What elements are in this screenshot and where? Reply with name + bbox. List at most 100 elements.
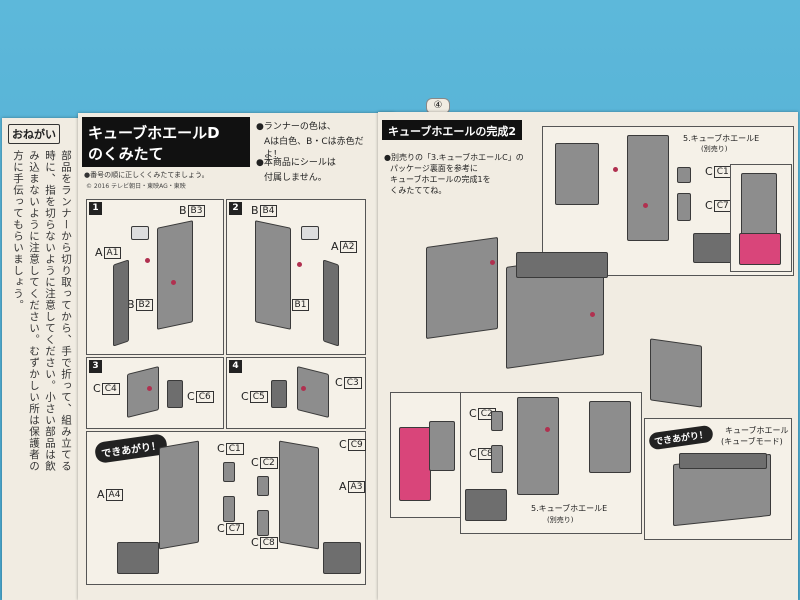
- notice-body: 部品をランナーから切り取ってから、手で折って、組み立てる時に、指を切らないように…: [12, 150, 72, 472]
- step-4-pin-dot: [301, 386, 306, 391]
- done-label-c8-text: C8: [259, 537, 278, 549]
- step-1-part-frame: [157, 220, 193, 330]
- sticker-note-line1: ●本商品にシールは: [256, 158, 336, 168]
- inset-top-part-small-2: [677, 193, 691, 221]
- inset-bottom-title: 5.キューブホエールE: [531, 504, 608, 513]
- inset-top-part-c: [693, 233, 735, 263]
- step-2-label-b4-text: B4: [259, 205, 278, 217]
- step-1-pin-dot: [145, 258, 150, 263]
- done-cube-title: キューブホエール: [725, 426, 789, 435]
- notice-flap: おねがい 部品をランナーから切り取ってから、手で折って、組み立てる時に、指を切ら…: [2, 118, 80, 600]
- step-4-part-plate: [271, 380, 287, 408]
- step-3-label-c6-text: C6: [195, 391, 214, 403]
- inset-top-label-c1-text: C1: [713, 166, 732, 178]
- step-1-number: 1: [89, 202, 102, 215]
- notice-title: おねがい: [8, 124, 60, 144]
- done-label-a3-text: A3: [347, 481, 366, 493]
- inset-bottom-pin-dot: [545, 427, 550, 432]
- done-part-bottom-right: [323, 542, 361, 574]
- inset-bottom-part-b: [589, 401, 631, 473]
- inset-bottom-part-small-2: [491, 445, 503, 473]
- done-cube-sub: (キューブモード): [721, 437, 783, 446]
- sticker-note: ●本商品にシールは 付属しません。: [256, 155, 376, 183]
- inset-bottom-side: [390, 392, 462, 518]
- step-3-label-c4-text: C4: [101, 383, 120, 395]
- copyright: © 2016 テレビ朝日・東映AG・東映: [86, 183, 186, 190]
- step-2-panel: 2 BB4 AA2 BB1: [226, 199, 366, 355]
- inset-top-label-c7-text: C7: [713, 200, 732, 212]
- done-part-small-2: [257, 476, 269, 496]
- inset-top-side-grey: [741, 173, 777, 235]
- step-2-pin-dot: [297, 262, 302, 267]
- done-cube-panel: できあがり！ キューブホエール (キューブモード): [644, 418, 792, 540]
- inset-top-part-small: [677, 167, 691, 183]
- inset-top-side: [730, 164, 792, 272]
- done-label-c2-text: C2: [259, 457, 278, 469]
- step-3-number: 3: [89, 360, 102, 373]
- main-pin-dot: [490, 260, 495, 265]
- inset-top-side-pink: [739, 233, 781, 265]
- page-subtitle: ●番号の順に正しくくみたてましょう。: [84, 171, 209, 179]
- done-part-small-3: [223, 496, 235, 522]
- runner-note-line2: Aは白色、B・Cは赤色だよ！: [264, 137, 364, 160]
- right-intro-line1: ●別売りの「3.キューブホエールC」の: [384, 153, 524, 162]
- inset-top-sub: (別売り): [701, 145, 728, 153]
- step-4-label-c3-text: C3: [343, 377, 362, 389]
- main-part-right: [650, 338, 702, 408]
- right-header-title: キューブホエールの完成2: [388, 125, 516, 138]
- done-label-c9-text: C9: [347, 439, 366, 451]
- step-3-part-plate: [167, 380, 183, 408]
- right-header: キューブホエールの完成2: [382, 120, 522, 140]
- step-2-part-frame: [255, 220, 291, 330]
- inset-bottom-side-pink: [399, 427, 431, 501]
- done-badge: できあがり！: [93, 433, 169, 464]
- runner-note-line1: ●ランナーの色は、: [256, 122, 336, 132]
- step-2-label-b1-text: B1: [291, 299, 310, 311]
- right-intro-line4: くみたててね。: [390, 186, 447, 195]
- step-2-part-small: [301, 226, 319, 240]
- runner-note: ●ランナーの色は、 Aは白色、B・Cは赤色だよ！: [256, 119, 376, 160]
- step-3-part-body: [127, 366, 159, 418]
- step-2-label-a2-text: A2: [339, 241, 358, 253]
- step-1-label-a1-text: A1: [103, 247, 122, 259]
- inset-bottom-sub: (別売り): [547, 516, 574, 524]
- done-cube-top: [679, 453, 767, 469]
- inset-bottom-part-a: [517, 397, 559, 495]
- page-title-line2: のくみたて: [88, 145, 164, 163]
- done-label-c1-text: C1: [225, 443, 244, 455]
- sticker-note-line2: 付属しません。: [264, 173, 327, 183]
- done-part-small-1: [223, 462, 235, 482]
- done-part-right: [279, 440, 319, 550]
- step-1-part-small: [131, 226, 149, 240]
- step-1-label-b3-text: B3: [187, 205, 206, 217]
- step-2-part-side: [323, 259, 339, 347]
- inset-bottom-side-grey: [429, 421, 455, 471]
- inset-top-part-b: [627, 135, 669, 241]
- title-block: キューブホエールD のくみたて: [82, 117, 250, 167]
- step-2-number: 2: [229, 202, 242, 215]
- done-cube-badge: できあがり！: [648, 424, 714, 451]
- done-label-a4-text: A4: [105, 489, 124, 501]
- step-4-number: 4: [229, 360, 242, 373]
- main-pin-dot-2: [590, 312, 595, 317]
